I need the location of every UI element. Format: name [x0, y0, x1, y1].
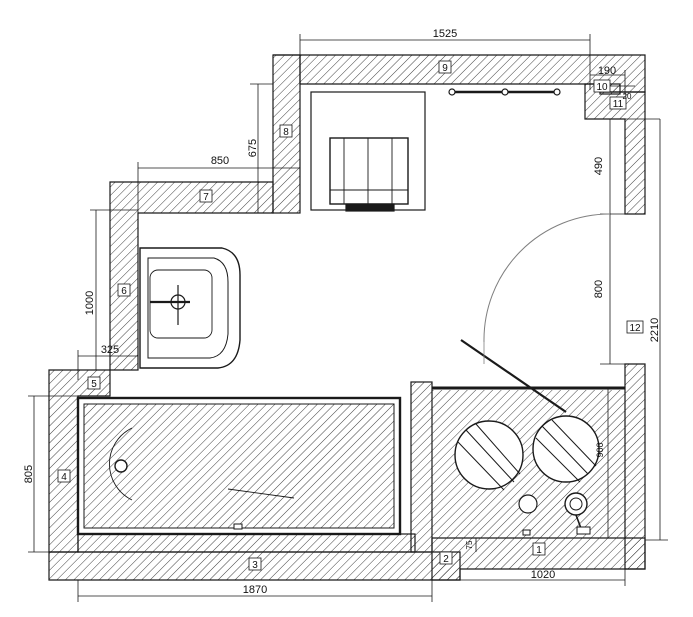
tag-6: 6	[117, 283, 131, 297]
svg-text:8: 8	[283, 127, 289, 138]
tag-1: 1	[532, 542, 546, 556]
dim-bottom-total: 1870	[243, 584, 267, 596]
tag-2: 2	[439, 551, 453, 565]
dim-shower-inner: 900	[595, 442, 605, 457]
tag-7: 7	[199, 189, 213, 203]
tag-11: 11	[609, 96, 627, 110]
dim-upper-step: 850	[211, 155, 229, 167]
dimension-lines	[28, 34, 668, 602]
towel-rail	[448, 88, 561, 96]
bathtub-curve	[109, 427, 133, 501]
svg-text:11: 11	[613, 99, 624, 110]
tag-5: 5	[87, 376, 101, 390]
dim-top-right-tiny: 20	[623, 92, 632, 101]
svg-text:12: 12	[629, 323, 641, 334]
bathtub-line	[227, 488, 295, 499]
svg-text:4: 4	[61, 472, 67, 483]
svg-text:3: 3	[252, 560, 258, 571]
dim-left-lower: 805	[23, 465, 35, 483]
tag-3: 3	[248, 557, 262, 571]
dim-shower-curb: 75	[465, 540, 474, 549]
wall-bottom-left-inner	[77, 533, 416, 553]
dim-door-width: 800	[593, 280, 605, 298]
wall-tags: 1 2 3 4 5 6 7 8 9 10 11 12	[57, 60, 644, 571]
shower-head-right	[532, 415, 600, 483]
bathtub-tap	[233, 523, 243, 530]
toilet-base	[345, 203, 395, 212]
dim-left-upper: 1000	[84, 291, 96, 315]
shower	[432, 386, 625, 538]
shower-partition	[410, 381, 433, 553]
dim-top-width: 1525	[433, 28, 457, 40]
svg-text:7: 7	[203, 192, 209, 203]
tag-4: 4	[57, 469, 71, 483]
svg-text:2: 2	[443, 554, 449, 565]
dim-bottom-right: 1020	[531, 569, 555, 581]
svg-text:6: 6	[121, 286, 127, 297]
dim-right-total: 2210	[649, 318, 661, 342]
door-arc	[483, 213, 611, 343]
tag-9: 9	[438, 60, 452, 74]
dim-upper-height: 675	[247, 139, 259, 157]
tag-8: 8	[279, 124, 293, 138]
svg-text:1: 1	[536, 545, 542, 556]
shower-handset	[564, 492, 588, 516]
svg-text:10: 10	[596, 82, 608, 93]
dimension-labels: 1525 190 20 850 675 490 800 2210 1000 32…	[23, 28, 661, 596]
dim-right-upper: 490	[593, 157, 605, 175]
tag-10: 10	[593, 79, 611, 93]
shower-drain	[518, 494, 538, 514]
sink-bowl	[147, 257, 229, 359]
bathtub-drain	[114, 459, 128, 473]
svg-text:9: 9	[442, 63, 448, 74]
toilet	[310, 91, 426, 212]
sink-basin	[149, 269, 213, 339]
sink	[139, 247, 241, 369]
dim-top-right-small: 190	[598, 65, 616, 77]
tag-12: 12	[626, 320, 644, 334]
dim-left-step: 325	[101, 344, 119, 356]
bathtub	[76, 396, 402, 536]
door	[460, 213, 611, 413]
svg-text:5: 5	[91, 379, 97, 390]
bathtub-inner	[83, 403, 395, 529]
